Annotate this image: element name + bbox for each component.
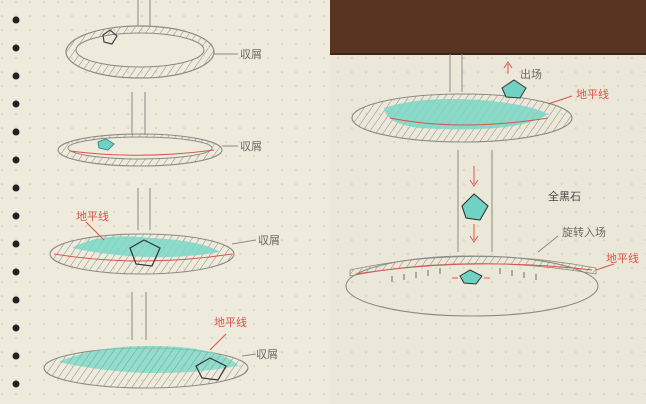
right-middle-label: 全黑石 [548, 189, 581, 203]
left-red-note-4: 地平线 [214, 315, 247, 329]
left-label-3: 収屑 [258, 234, 280, 247]
right-bottom-label: 旋转入场 [562, 225, 606, 239]
right-bottom-red-note: 地平线 [606, 251, 639, 265]
left-label-2: 収屑 [240, 140, 262, 153]
left-label-1: 収屑 [240, 48, 262, 61]
desk-top-strip [330, 0, 646, 54]
right-top-red-note: 地平线 [576, 87, 609, 101]
left-label-4: 収屑 [256, 348, 278, 361]
left-red-note-3: 地平线 [76, 209, 109, 223]
right-top-label: 出场 [520, 67, 542, 81]
